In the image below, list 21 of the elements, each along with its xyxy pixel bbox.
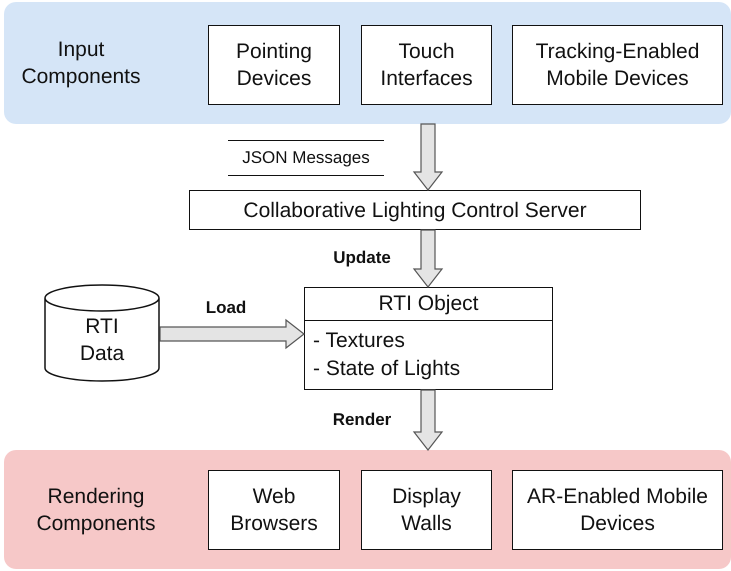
block-arrow: [412, 123, 444, 191]
process-box: Collaborative Lighting Control Server: [189, 190, 641, 230]
block-arrow: [159, 318, 305, 350]
group-title: Input Components: [20, 37, 142, 90]
list-item: - State of Lights: [313, 356, 462, 382]
process-box: Touch Interfaces: [361, 25, 492, 105]
group-band: [4, 2, 731, 124]
box-heading: RTI Object: [305, 288, 552, 321]
process-box: Display Walls: [361, 470, 492, 550]
block-arrow: [412, 389, 444, 451]
group-title: Rendering Components: [35, 484, 157, 536]
list-item: - Textures: [313, 328, 406, 354]
database-cylinder: RTI Data: [44, 284, 160, 382]
edge-label: JSON Messages: [228, 140, 384, 176]
group-band: [4, 450, 731, 569]
process-box: Tracking-Enabled Mobile Devices: [512, 25, 723, 105]
class-box: [304, 287, 553, 390]
process-box: Web Browsers: [208, 470, 340, 550]
process-box: AR-Enabled Mobile Devices: [512, 470, 723, 550]
process-box: Pointing Devices: [208, 25, 340, 105]
block-arrow: [412, 229, 444, 288]
